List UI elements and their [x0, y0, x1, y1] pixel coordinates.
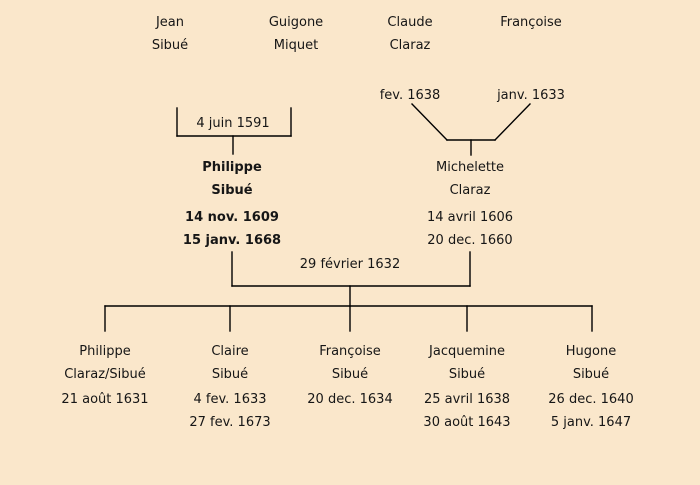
person-name-line: Philippe	[202, 160, 262, 175]
birth-date: 14 avril 1606	[426, 210, 514, 225]
birth-date: 26 dec. 1640	[548, 392, 634, 407]
death-date: 5 janv. 1647	[550, 415, 632, 430]
birth-date: 14 nov. 1609	[185, 210, 279, 225]
person-name-line: Claraz	[389, 38, 431, 53]
birth-date: 21 août 1631	[61, 392, 149, 407]
child-philippe-dates: 21 août 1631	[61, 388, 148, 411]
marriage-date-1591: 4 juin 1591	[196, 116, 270, 131]
person-name-line: Hugone	[565, 344, 617, 359]
person-name-line: Françoise	[500, 15, 562, 30]
child-philippe: Philippe Claraz/Sibué	[64, 340, 146, 386]
death-date: 20 dec. 1660	[427, 233, 513, 248]
person-claude-claraz: Claude Claraz	[387, 11, 432, 57]
michelette-dates: 14 avril 1606 20 dec. 1660	[427, 206, 513, 252]
philippe-dates: 14 nov. 1609 15 janv. 1668	[183, 206, 281, 252]
child-francoise: Françoise Sibué	[319, 340, 381, 386]
birth-date: 20 dec. 1634	[307, 392, 393, 407]
person-philippe-sibue: Philippe Sibué	[202, 156, 262, 202]
child-hugone-dates: 26 dec. 1640 5 janv. 1647	[548, 388, 633, 434]
person-name-line: Françoise	[319, 344, 381, 359]
person-name-line: Guigone	[268, 15, 324, 30]
person-name-line: Sibué	[448, 367, 486, 382]
person-guigone-miquet: Guigone Miquet	[269, 11, 323, 57]
person-name-line: Sibué	[211, 183, 253, 198]
child-claire: Claire Sibué	[211, 340, 248, 386]
death-date: 30 août 1643	[423, 415, 511, 430]
person-name-line: Sibué	[211, 367, 249, 382]
person-name-line: Philippe	[79, 344, 131, 359]
claude-date: fev. 1638	[379, 88, 441, 103]
person-name-line: Claraz	[449, 183, 491, 198]
birth-date: 4 fev. 1633	[193, 392, 267, 407]
person-name-line: Sibué	[572, 367, 610, 382]
person-michelette-claraz: Michelette Claraz	[436, 156, 504, 202]
person-jean-sibue: Jean Sibué	[152, 11, 188, 57]
death-date: 27 fev. 1673	[189, 415, 271, 430]
person-name-line: Jean	[155, 15, 185, 30]
child-francoise-dates: 20 dec. 1634	[307, 388, 392, 411]
child-claire-dates: 4 fev. 1633 27 fev. 1673	[189, 388, 270, 434]
person-francoise: Françoise	[500, 11, 562, 34]
person-name-line: Miquet	[273, 38, 319, 53]
child-jacquemine: Jacquemine Sibué	[429, 340, 505, 386]
francoise-date: janv. 1633	[497, 88, 565, 103]
person-name-line: Sibué	[151, 38, 189, 53]
child-jacquemine-dates: 25 avril 1638 30 août 1643	[423, 388, 510, 434]
marriage-date-1632: 29 février 1632	[299, 257, 401, 272]
child-hugone: Hugone Sibué	[566, 340, 616, 386]
person-name-line: Jacquemine	[429, 344, 505, 359]
person-name-line: Claraz/Sibué	[64, 367, 146, 382]
birth-date: 25 avril 1638	[423, 392, 511, 407]
person-name-line: Michelette	[435, 160, 505, 175]
person-name-line: Claire	[211, 344, 249, 359]
death-date: 15 janv. 1668	[182, 233, 282, 248]
person-name-line: Claude	[387, 15, 433, 30]
person-name-line: Sibué	[331, 367, 369, 382]
